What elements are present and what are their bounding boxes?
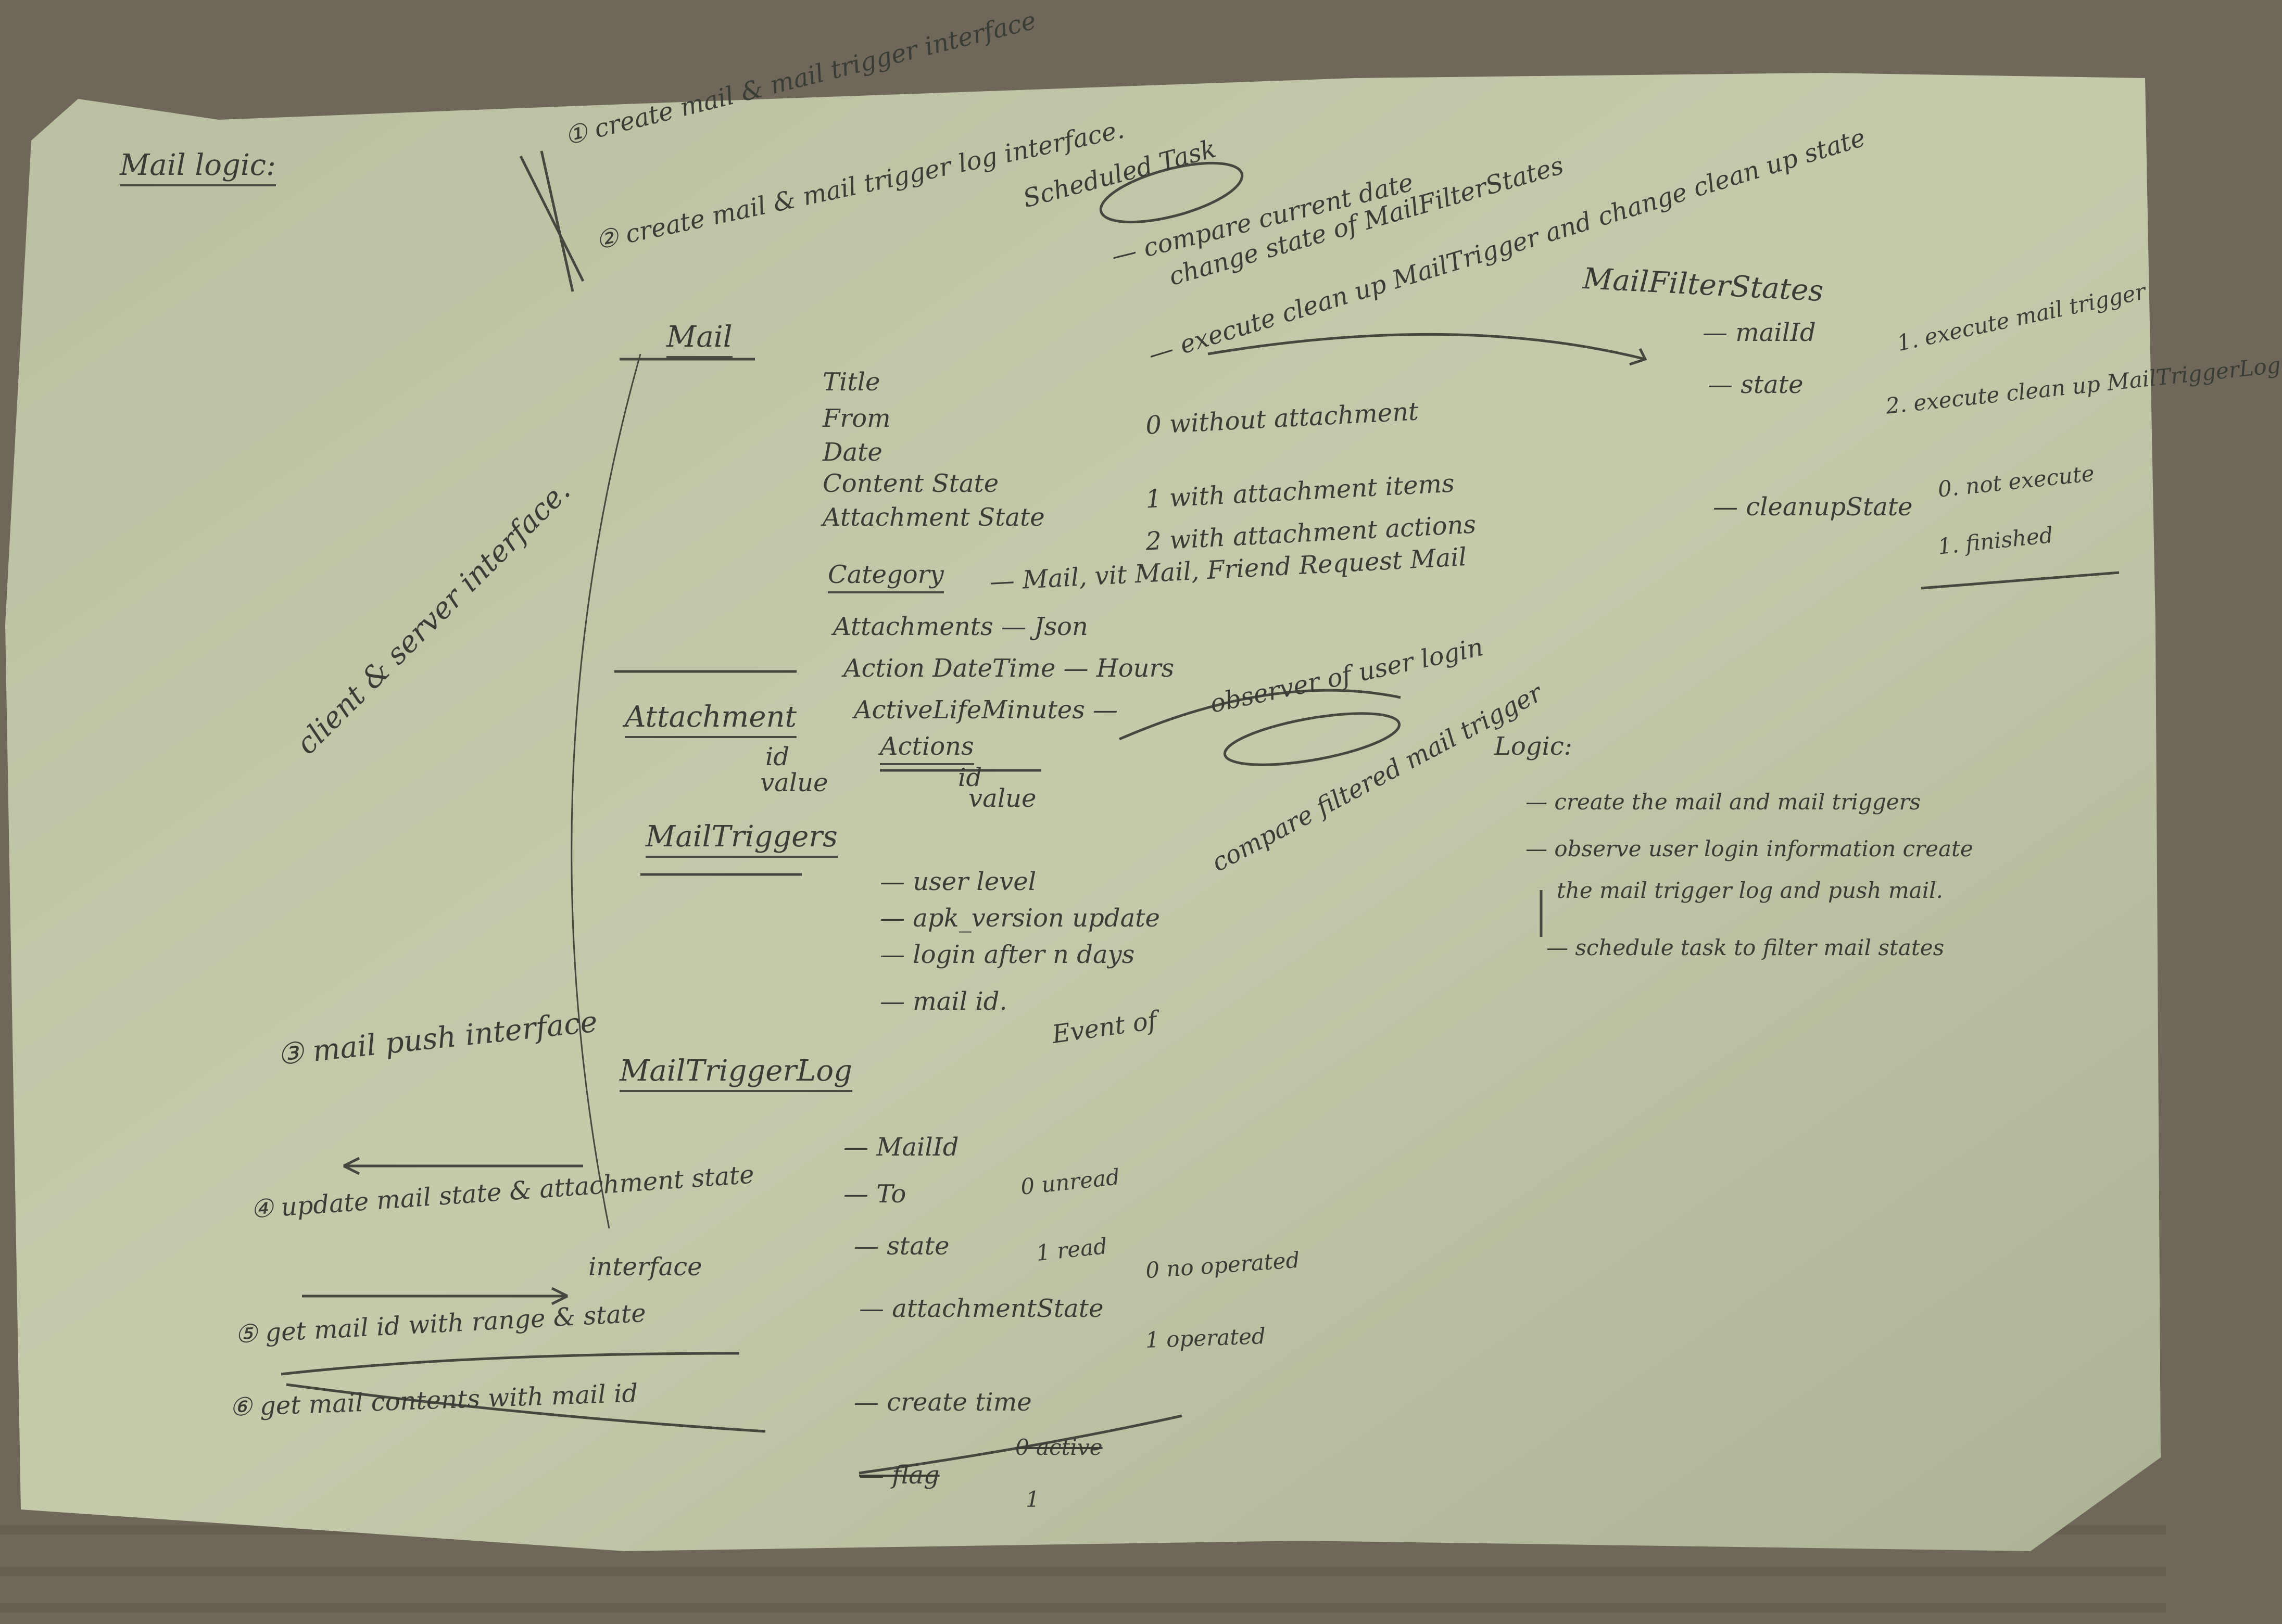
filter-item: — state [1708, 370, 1804, 399]
actions-value: value [968, 784, 1037, 813]
mail-field: Date [823, 438, 882, 467]
mail-field: Attachment State [823, 503, 1045, 532]
trigger-item: — mail id. [880, 987, 1007, 1016]
trigger-item: — apk_version update [880, 904, 1160, 933]
triggerlog-item: — attachmentState [859, 1294, 1104, 1323]
filter-item: — cleanupState [1713, 492, 1913, 522]
mail-header: Mail [666, 323, 733, 358]
actions-header: Actions [880, 734, 974, 765]
mail-attachments: Attachments — Json [833, 612, 1088, 641]
mail-field: Content State [823, 469, 999, 498]
mail-active-life: ActiveLifeMinutes — [854, 695, 1118, 725]
logic-item: — observe user login information create [1525, 836, 1973, 861]
triggerlog-header: MailTriggerLog [620, 1057, 852, 1092]
triggerlog-item: — flag [859, 1461, 940, 1490]
logic-header: Logic: [1494, 732, 1572, 761]
triggerlog-item: — To [843, 1179, 906, 1209]
actions-id: id [958, 763, 982, 792]
mail-field: Title [823, 367, 880, 397]
attachment-id: id [765, 742, 790, 771]
filter-item: — mailId [1703, 318, 1816, 347]
triggerlog-item: — create time [854, 1388, 1032, 1417]
photo-background: { "title": "Mail logic:", "steps": { "s1… [5, 6, 2282, 1551]
page-title: Mail logic: [120, 151, 276, 186]
logic-item: — schedule task to filter mail states [1546, 935, 1945, 960]
step-4-interface: interface [588, 1252, 702, 1282]
trigger-item: — login after n days [880, 940, 1135, 969]
paper-sheet [5, 73, 2161, 1551]
mail-action-datetime: Action DateTime — Hours [843, 654, 1175, 683]
attachment-header: Attachment [625, 703, 797, 738]
logic-item: — create the mail and mail triggers [1525, 789, 1921, 815]
triggerlog-item: — MailId [843, 1133, 959, 1162]
triggers-header: MailTriggers [646, 822, 838, 858]
triggerlog-attach-option: 1 operated [1145, 1323, 1266, 1353]
triggerlog-flag-option: 1 [1026, 1487, 1040, 1512]
mail-category: Category [828, 562, 944, 593]
attachment-value: value [760, 768, 828, 797]
triggerlog-item: — state [854, 1232, 950, 1261]
logic-item: the mail trigger log and push mail. [1557, 878, 1943, 903]
mail-field: From [823, 404, 891, 433]
trigger-item: — user level [880, 867, 1037, 896]
triggerlog-flag-option: 0 active [1015, 1435, 1103, 1460]
